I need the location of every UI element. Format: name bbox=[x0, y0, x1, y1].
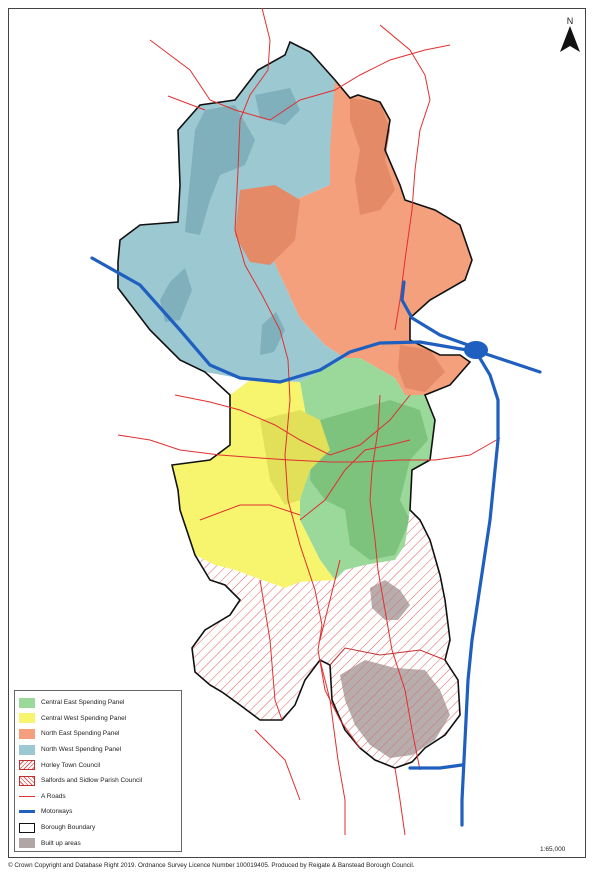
legend-label: Horley Town Council bbox=[41, 761, 101, 769]
copyright-notice: © Crown Copyright and Database Right 201… bbox=[8, 862, 415, 869]
legend-item-built-up: Built up areas bbox=[19, 835, 177, 851]
map-legend: Central East Spending Panel Central West… bbox=[14, 690, 182, 852]
north-west-swatch bbox=[19, 744, 35, 755]
legend-label: A Roads bbox=[41, 792, 66, 800]
central-west-swatch bbox=[19, 713, 35, 724]
north-east-panel bbox=[260, 80, 472, 395]
legend-item-a-roads: A Roads bbox=[19, 789, 177, 805]
motorways-line-swatch bbox=[19, 810, 35, 814]
legend-item-borough-boundary: Borough Boundary bbox=[19, 820, 177, 836]
legend-label: Central West Spending Panel bbox=[41, 714, 127, 722]
north-east-swatch bbox=[19, 728, 35, 739]
built-up-south-2 bbox=[370, 580, 410, 620]
legend-item-motorways: Motorways bbox=[19, 804, 177, 820]
horley-hatch-swatch bbox=[19, 760, 35, 771]
legend-item-horley: Horley Town Council bbox=[19, 757, 177, 773]
built-up-nw-3 bbox=[160, 268, 192, 322]
built-up-ne-2 bbox=[350, 98, 395, 215]
salfords-hatch-swatch bbox=[19, 775, 35, 786]
horley-inner-boundary bbox=[329, 647, 446, 666]
a-roads-line-swatch bbox=[19, 795, 35, 797]
legend-item-central-west: Central West Spending Panel bbox=[19, 711, 177, 727]
legend-label: Central East Spending Panel bbox=[41, 699, 125, 707]
built-up-nw-2 bbox=[255, 88, 300, 125]
north-label: N bbox=[566, 16, 574, 26]
legend-label: Built up areas bbox=[41, 839, 81, 847]
legend-item-central-east: Central East Spending Panel bbox=[19, 695, 177, 711]
m25-m23-junction bbox=[464, 341, 488, 359]
built-up-swatch bbox=[19, 838, 35, 849]
legend-label: Borough Boundary bbox=[41, 824, 96, 832]
built-up-ne bbox=[235, 185, 300, 265]
built-up-ce bbox=[310, 400, 428, 560]
legend-label: Salfords and Sidlow Parish Council bbox=[41, 777, 143, 785]
legend-label: Motorways bbox=[41, 808, 73, 816]
map-scale: 1:65,000 bbox=[540, 846, 566, 853]
legend-item-north-west: North West Spending Panel bbox=[19, 742, 177, 758]
horley-town-council bbox=[192, 510, 450, 720]
legend-label: North West Spending Panel bbox=[41, 746, 122, 754]
legend-item-north-east: North East Spending Panel bbox=[19, 726, 177, 742]
built-up-ne-3 bbox=[398, 345, 445, 392]
legend-item-salfords: Salfords and Sidlow Parish Council bbox=[19, 773, 177, 789]
north-arrow: N bbox=[558, 16, 582, 59]
north-arrow-icon bbox=[560, 26, 580, 52]
a-roads bbox=[117, 7, 501, 836]
borough-boundary bbox=[117, 40, 473, 769]
legend-label: North East Spending Panel bbox=[41, 730, 120, 738]
central-east-swatch bbox=[19, 697, 35, 708]
built-up-cw bbox=[260, 410, 330, 505]
built-up-nw bbox=[185, 105, 255, 235]
borough-boundary-swatch bbox=[19, 822, 35, 833]
built-up-nw-4 bbox=[260, 312, 285, 355]
built-up-south bbox=[340, 660, 450, 758]
